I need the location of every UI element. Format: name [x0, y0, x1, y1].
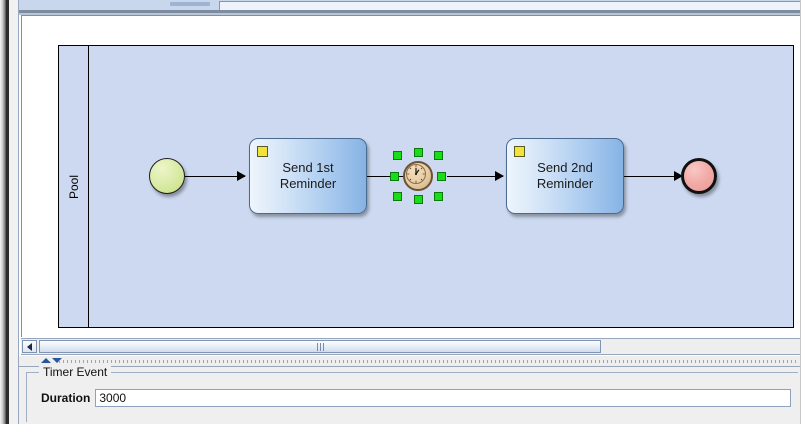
selection-handle-w[interactable] — [390, 171, 399, 181]
message-marker-icon — [257, 146, 268, 157]
pool-label-band: Pool — [59, 46, 89, 327]
properties-panel: Timer Event Duration — [19, 365, 801, 424]
bpmn-task-send-2nd-reminder[interactable]: Send 2nd Reminder — [506, 138, 624, 214]
clock-face-icon — [406, 164, 426, 184]
selection-handle-n[interactable] — [413, 148, 423, 157]
duration-label: Duration — [41, 391, 91, 405]
pool-label: Pool — [66, 174, 81, 199]
window-left-border — [18, 0, 19, 424]
arrow-left-icon — [27, 342, 32, 351]
bpmn-end-event[interactable] — [681, 158, 717, 194]
selection-handle-sw[interactable] — [393, 192, 402, 201]
clock-hands-icon — [407, 165, 425, 183]
bpmn-pool[interactable]: Pool Send 1st Reminder — [58, 45, 794, 328]
sequence-flow-task2-to-end[interactable] — [624, 175, 682, 177]
bpmn-timer-intermediate-event[interactable] — [403, 161, 433, 191]
bpmn-start-event[interactable] — [149, 158, 185, 194]
sequence-flow-task1-to-timer[interactable] — [367, 175, 411, 177]
window-border-dark — [6, 0, 9, 424]
canvas-horizontal-scrollbar[interactable] — [21, 338, 801, 355]
diagram-canvas[interactable]: Pool Send 1st Reminder — [21, 15, 801, 337]
tab-active-editor[interactable] — [219, 1, 801, 10]
collapse-down-icon[interactable] — [52, 358, 62, 363]
duration-input[interactable] — [95, 389, 791, 407]
property-group-title: Timer Event — [39, 365, 112, 379]
scrollbar-thumb[interactable] — [39, 340, 601, 353]
splitter-grip-dots — [59, 360, 799, 363]
collapse-up-icon[interactable] — [41, 358, 51, 363]
window-shadow — [0, 0, 6, 424]
task-label-send-1st-reminder: Send 1st Reminder — [279, 160, 337, 191]
task-label-send-2nd-reminder: Send 2nd Reminder — [536, 160, 594, 191]
selection-handle-ne[interactable] — [434, 151, 443, 160]
message-marker-icon — [514, 146, 525, 157]
tab-strip-underline-light — [19, 13, 801, 15]
selection-handle-e[interactable] — [437, 171, 446, 181]
selection-handle-s[interactable] — [413, 195, 423, 204]
scrollbar-left-arrow-button[interactable] — [22, 340, 37, 353]
selection-handle-nw[interactable] — [393, 151, 402, 160]
tab-inactive-stub[interactable] — [170, 2, 210, 6]
sequence-flow-arrowhead-1 — [237, 171, 246, 181]
sequence-flow-timer-to-task2[interactable] — [447, 175, 503, 177]
bpmn-timer-intermediate-event-wrapper[interactable] — [390, 148, 446, 204]
panel-splitter[interactable] — [19, 356, 801, 367]
tab-strip-underline — [19, 10, 801, 13]
sequence-flow-start-to-task1[interactable] — [185, 175, 245, 177]
timer-event-property-group: Timer Event Duration — [26, 365, 798, 422]
duration-property-row: Duration — [41, 389, 791, 407]
sequence-flow-arrowhead-3 — [495, 171, 504, 181]
window-outer-gap — [9, 0, 18, 424]
scrollbar-grip-icon — [316, 342, 324, 351]
bpmn-task-send-1st-reminder[interactable]: Send 1st Reminder — [249, 138, 367, 214]
sequence-flow-arrowhead-4 — [674, 171, 683, 181]
selection-handle-se[interactable] — [434, 192, 443, 201]
